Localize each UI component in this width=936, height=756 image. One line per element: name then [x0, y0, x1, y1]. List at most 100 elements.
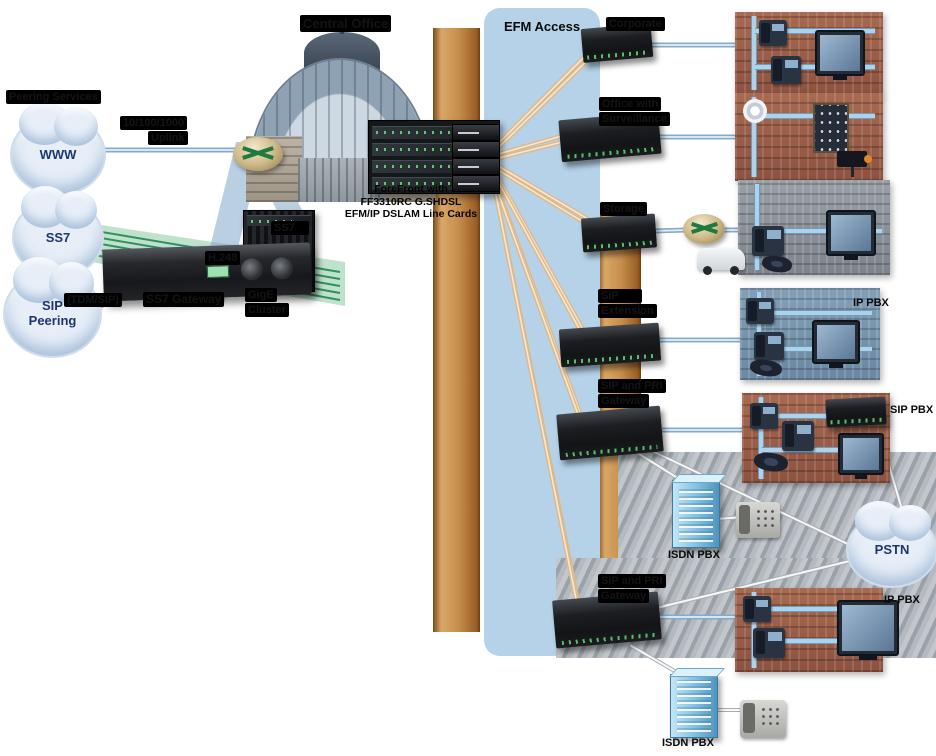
efm-module — [452, 141, 500, 158]
ip-pbx-bottom-text: IP PBX — [884, 594, 920, 606]
ip-pbx-top-label: IP PBX — [853, 297, 889, 309]
cpe1-line1: Corporate — [606, 17, 665, 31]
cluster-label: GigE Cluster — [245, 288, 289, 318]
ss7-gateway-text: SS7 Gateway — [143, 292, 225, 307]
efm-access-text: EFM Access — [503, 19, 581, 34]
wiring-branch — [758, 228, 882, 234]
wiring-branch — [760, 310, 872, 316]
gateway-fan-icon — [240, 258, 264, 281]
isdn-pbx-bottom-text: ISDN PBX — [662, 737, 714, 749]
desktop-monitor-icon — [815, 30, 865, 80]
isdn-pbx-cabinet-top — [672, 480, 720, 548]
central-office-text: Central Office — [300, 15, 392, 32]
ss7-cloud-label: SS7 — [45, 229, 71, 245]
sip-line2: Peering — [28, 313, 77, 328]
wiring-riser — [751, 16, 757, 90]
sip-peering-cloud-label: SIP Peering — [28, 298, 77, 329]
cpe5-line1: SIP and PRI — [598, 379, 666, 393]
building-ip-pbx-bottom — [735, 588, 899, 672]
desk-phone-icon — [740, 700, 786, 738]
uplink-line2: Uplink — [148, 131, 188, 145]
cluster-line2: Cluster — [245, 303, 289, 317]
building-surveillance — [735, 93, 883, 181]
gateway-display — [206, 265, 230, 278]
h248-text: H.248 — [205, 251, 241, 265]
desktop-monitor-icon — [837, 600, 899, 660]
cpe6-line1: SIP and PRI — [598, 574, 666, 588]
gateway-fan-icon — [270, 257, 294, 280]
central-office-label: Central Office — [300, 15, 392, 33]
security-camera-icon — [837, 151, 872, 177]
efm-module — [452, 124, 500, 141]
h248-label: H.248 — [205, 251, 241, 266]
cpe6-line2: Gateway — [598, 589, 650, 603]
pstn-cloud: PSTN — [848, 501, 936, 586]
desk-phone-icon — [736, 502, 780, 538]
cpe2-line2: Surveillance — [599, 112, 670, 126]
wiring-riser — [751, 97, 757, 177]
conference-phone-icon — [761, 253, 793, 275]
efm-access-label: EFM Access — [484, 19, 600, 34]
site-router-icon — [683, 214, 725, 244]
cpe-device-4 — [558, 322, 662, 368]
cpe1-label: Corporate — [606, 17, 665, 32]
connection-line — [653, 227, 687, 234]
forefront-line1: ForeFront with — [374, 183, 448, 195]
services-title-text: Peering Services — [6, 90, 101, 104]
ip-phone-icon — [754, 332, 784, 360]
ss7-gateway-label: SS7 Gateway — [143, 292, 225, 308]
isdn-pbx-top-label: ISDN PBX — [668, 549, 720, 561]
www-cloud: WWW — [12, 101, 104, 194]
speaker-icon — [743, 99, 767, 123]
sip-pbx-device — [825, 396, 887, 428]
sip-line1: SIP — [42, 298, 63, 314]
forefront-label: ForeFront with FF3310RC G.SHDSL EFM/IP D… — [326, 183, 496, 221]
cpe3-label: Storage — [600, 202, 647, 217]
conference-phone-icon — [749, 357, 783, 379]
uplink-label: 10/100/1000 Uplink — [120, 116, 188, 146]
ip-pbx-top-text: IP PBX — [853, 297, 889, 309]
cpe4-line2: Extension — [598, 304, 657, 318]
uplink-line1: 10/100/1000 — [120, 116, 188, 130]
cpe2-line1: Office with — [599, 97, 662, 111]
cpe4-line1: SIP — [598, 289, 642, 303]
building-ip-pbx-top — [740, 288, 880, 380]
ip-phone-icon — [771, 56, 801, 84]
ip-pbx-bottom-label: IP PBX — [884, 594, 920, 606]
co-tan-strip — [433, 28, 480, 632]
wiring-riser — [758, 397, 764, 479]
core-router-icon — [233, 137, 283, 171]
ip-phone-icon — [782, 421, 814, 451]
cpe-device-3 — [580, 213, 658, 253]
cpe-device-5 — [556, 405, 664, 461]
building-corporate — [735, 12, 883, 95]
desktop-monitor-icon — [838, 433, 884, 479]
keypad-icon — [813, 103, 849, 153]
sip-pbx-label: SIP PBX — [890, 404, 933, 416]
ip-phone-icon — [750, 403, 778, 429]
cpe5-label: SIP and PRI Gateway — [598, 379, 666, 409]
efm-module — [452, 158, 500, 175]
ip-phone-icon — [743, 596, 771, 622]
ip-phone-icon — [753, 628, 785, 658]
cpe5-line2: Gateway — [598, 394, 650, 408]
services-title: Peering Services — [6, 90, 101, 105]
www-cloud-label: WWW — [39, 146, 77, 162]
isdn-pbx-cabinet-bottom — [670, 674, 718, 738]
trunk-label: (TDM/SIP) — [64, 293, 122, 308]
ss7-links-label: SS7 — [271, 221, 309, 236]
cpe6-label: SIP and PRI Gateway — [598, 574, 666, 604]
trunk-text: (TDM/SIP) — [64, 293, 122, 307]
isdn-pbx-top-text: ISDN PBX — [668, 549, 720, 561]
ss7-links-text: SS7 — [271, 221, 309, 235]
sip-peering-cloud: SIP Peering — [5, 256, 100, 356]
forefront-line3: EFM/IP DSLAM Line Cards — [344, 208, 478, 220]
wiring-branch — [755, 638, 839, 644]
suv-icon — [697, 248, 745, 275]
isdn-pbx-bottom-label: ISDN PBX — [662, 737, 714, 749]
sip-pbx-text: SIP PBX — [890, 404, 934, 416]
desktop-monitor-icon — [826, 210, 876, 260]
cpe4-label: SIP Extension — [598, 289, 657, 319]
wiring-branch — [762, 413, 880, 419]
